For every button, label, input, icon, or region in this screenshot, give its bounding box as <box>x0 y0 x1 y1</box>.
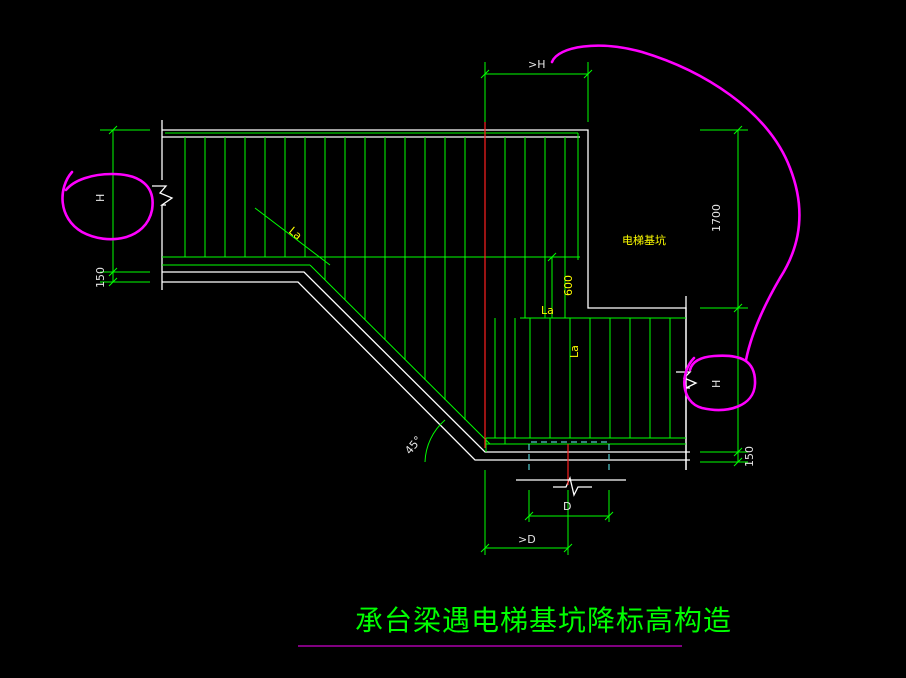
dim-d: D <box>563 500 571 513</box>
pile-outline <box>528 441 610 470</box>
la-diagonal-label: La <box>286 224 304 242</box>
rebar-lines <box>162 132 686 452</box>
stirrups <box>184 137 671 444</box>
markup-annotations <box>61 44 801 412</box>
dim-right-150: 150 <box>743 446 756 467</box>
dim-left-150: 150 <box>94 267 107 288</box>
markup-arrow-curve <box>550 44 801 362</box>
dim-left-h: H <box>94 194 107 202</box>
pit-label: 电梯基坑 <box>622 233 666 247</box>
dim-600: 600 <box>562 275 575 296</box>
break-symbols <box>152 185 698 497</box>
dim-right-1700: 1700 <box>710 204 723 232</box>
drawing-title: 承台梁遇电梯基坑降标高构造 <box>355 604 732 637</box>
dim-right-h: H <box>710 380 723 388</box>
markup-circle-left <box>61 170 154 241</box>
dim-top-h: >H <box>528 58 546 71</box>
dim-bottom-d: >D <box>518 533 536 546</box>
la-upper-label: La <box>541 304 554 317</box>
concrete-outline <box>161 120 690 470</box>
la-vertical-label: La <box>568 345 581 358</box>
angle-label: 45° <box>402 434 424 457</box>
markup-circle-right <box>683 354 757 412</box>
axis-lines <box>484 122 569 485</box>
